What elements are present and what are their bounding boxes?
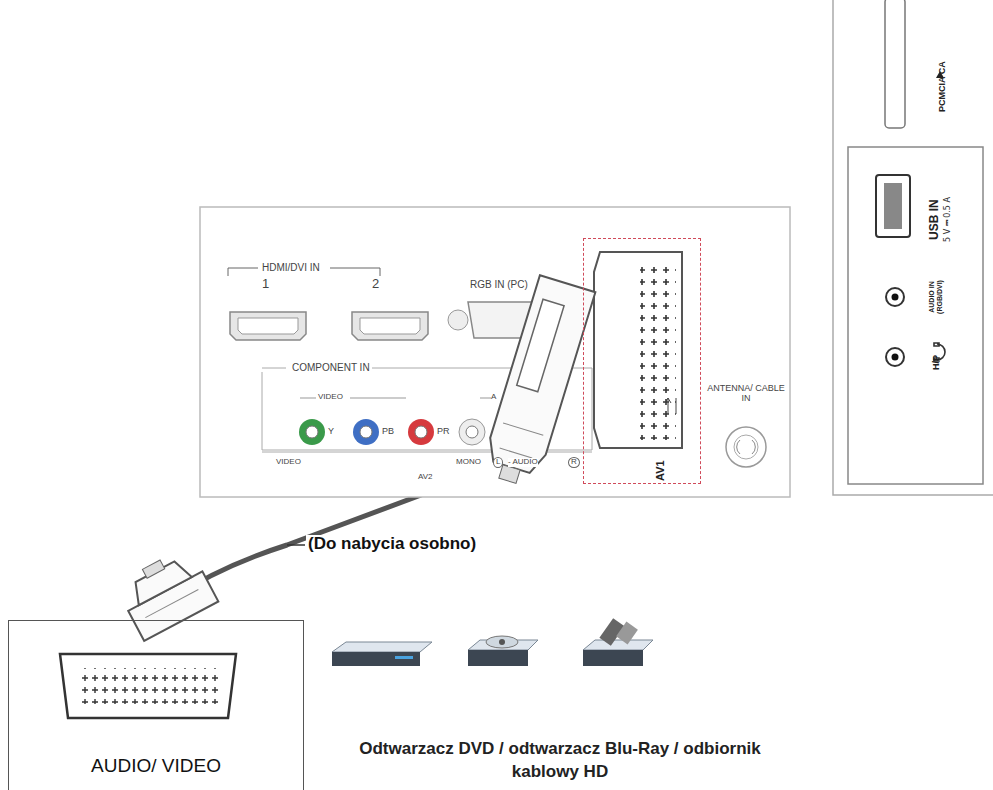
antenna-jack: [726, 427, 766, 467]
port-label: H/P: [931, 355, 941, 370]
jack-label: PR: [437, 427, 450, 437]
device-label: AUDIO/ VIDEO: [9, 755, 303, 777]
jack-label: - AUDIO: [508, 458, 538, 467]
jack-label: Y: [328, 427, 334, 437]
scart-plug-device: [114, 545, 218, 641]
port-label: AUDIO IN (RGB/DVI): [928, 268, 944, 326]
hdmi-port: [230, 312, 428, 340]
port-label: AV1: [654, 460, 666, 481]
device-scart-socket: [60, 654, 236, 718]
port-sub-label: A: [491, 393, 496, 402]
port-number: 1: [262, 277, 269, 291]
port-number: 2: [372, 277, 379, 291]
port-group-label: AV2: [418, 473, 433, 482]
port-label: RGB IN (PC): [470, 279, 528, 290]
av1-scart-area: AV1: [583, 238, 701, 484]
port-sub-label: VIDEO: [276, 458, 301, 467]
port-label: ANTENNA/ CABLE IN: [706, 384, 786, 404]
device-box: AUDIO/ VIDEO: [8, 620, 304, 790]
device-caption: Odtwarzacz DVD / odtwarzacz Blu-Ray / od…: [345, 738, 775, 784]
rating-label: 5 V ⎓ 0.5 A: [943, 197, 953, 242]
port-sub-label: VIDEO: [318, 393, 343, 402]
scart-socket: [594, 252, 682, 448]
jack-label: PB: [382, 427, 394, 437]
port-group-label: HDMI/DVI IN: [262, 262, 320, 273]
port-group-label: COMPONENT IN: [292, 362, 370, 373]
cable-label: (Do nabycia osobno): [306, 535, 478, 554]
headphone-jack: [886, 348, 904, 366]
jack-label: MONO: [456, 458, 481, 467]
channel-label: R: [568, 457, 580, 468]
slot-label: PCMCIA CA: [937, 61, 947, 112]
side-panel: [833, 0, 993, 495]
device-icons: [332, 618, 653, 666]
side-panel-box: PCMCIA CA USB IN5 V ⎓ 0.5 A AUDIO IN (RGB/…: [833, 0, 993, 495]
back-panel: [200, 207, 790, 497]
usb-port: [876, 175, 910, 237]
port-label: USB IN: [927, 199, 941, 240]
audio-jack: [886, 288, 904, 306]
pcmcia-slot: [885, 0, 905, 128]
scart-plug-tv: [480, 275, 596, 489]
